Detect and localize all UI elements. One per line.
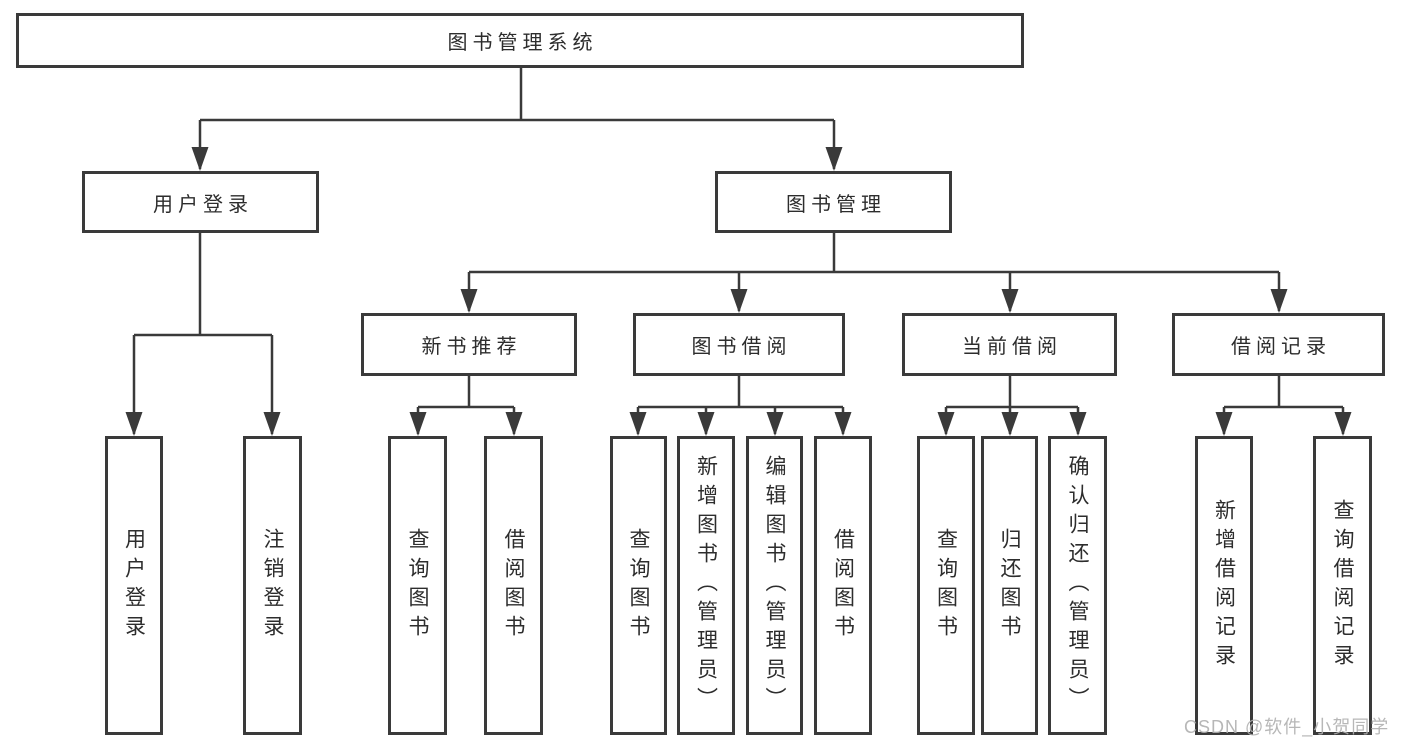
leaf-query-borrow-record: 查询借阅记录	[1313, 436, 1372, 735]
leaf-borrow-books-borrow-label: 借阅图书	[831, 527, 855, 644]
leaf-add-borrow-record-label: 新增借阅记录	[1212, 498, 1236, 673]
node-borrow-records-label: 借阅记录	[1231, 336, 1331, 358]
leaf-user-login-label: 用户登录	[122, 527, 146, 644]
node-book-borrow: 图书借阅	[633, 313, 845, 376]
leaf-logout: 注销登录	[243, 436, 302, 735]
leaf-borrow-books-borrow: 借阅图书	[814, 436, 872, 735]
node-root-label: 图书管理系统	[447, 32, 598, 54]
leaf-edit-book-admin-label: 编辑图书（管理员）	[763, 455, 786, 716]
leaf-query-books-borrow-label: 查询图书	[627, 527, 650, 644]
node-new-books-label: 新书推荐	[421, 336, 522, 358]
leaf-user-login: 用户登录	[105, 436, 163, 735]
leaf-query-books-current-label: 查询图书	[934, 527, 958, 644]
watermark: CSDN @软件_小贺同学	[1184, 717, 1390, 737]
leaf-confirm-return-admin: 确认归还（管理员）	[1048, 436, 1107, 735]
node-book-mgmt-label: 图书管理	[786, 193, 886, 216]
leaf-query-books-newbooks: 查询图书	[388, 436, 447, 735]
leaf-query-books-newbooks-label: 查询图书	[406, 527, 429, 644]
leaf-borrow-books-newbooks: 借阅图书	[484, 436, 543, 735]
node-new-books: 新书推荐	[361, 313, 577, 376]
node-user-login-label: 用户登录	[153, 193, 253, 216]
leaf-query-borrow-record-label: 查询借阅记录	[1331, 498, 1354, 673]
node-book-mgmt: 图书管理	[715, 171, 952, 233]
node-borrow-records: 借阅记录	[1172, 313, 1385, 376]
leaf-return-book: 归还图书	[981, 436, 1038, 735]
leaf-edit-book-admin: 编辑图书（管理员）	[746, 436, 803, 735]
leaf-return-book-label: 归还图书	[998, 527, 1021, 644]
node-root: 图书管理系统	[16, 13, 1024, 68]
leaf-borrow-books-newbooks-label: 借阅图书	[502, 527, 525, 644]
node-current-borrow: 当前借阅	[902, 313, 1117, 376]
leaf-logout-label: 注销登录	[261, 527, 284, 644]
leaf-add-borrow-record: 新增借阅记录	[1195, 436, 1253, 735]
leaf-query-books-borrow: 查询图书	[610, 436, 667, 735]
leaf-add-book-admin: 新增图书（管理员）	[677, 436, 735, 735]
leaf-query-books-current: 查询图书	[917, 436, 975, 735]
leaf-add-book-admin-label: 新增图书（管理员）	[694, 455, 718, 716]
node-book-borrow-label: 图书借阅	[691, 336, 792, 358]
node-user-login: 用户登录	[82, 171, 319, 233]
leaf-confirm-return-admin-label: 确认归还（管理员）	[1066, 455, 1089, 716]
node-current-borrow-label: 当前借阅	[962, 336, 1062, 358]
